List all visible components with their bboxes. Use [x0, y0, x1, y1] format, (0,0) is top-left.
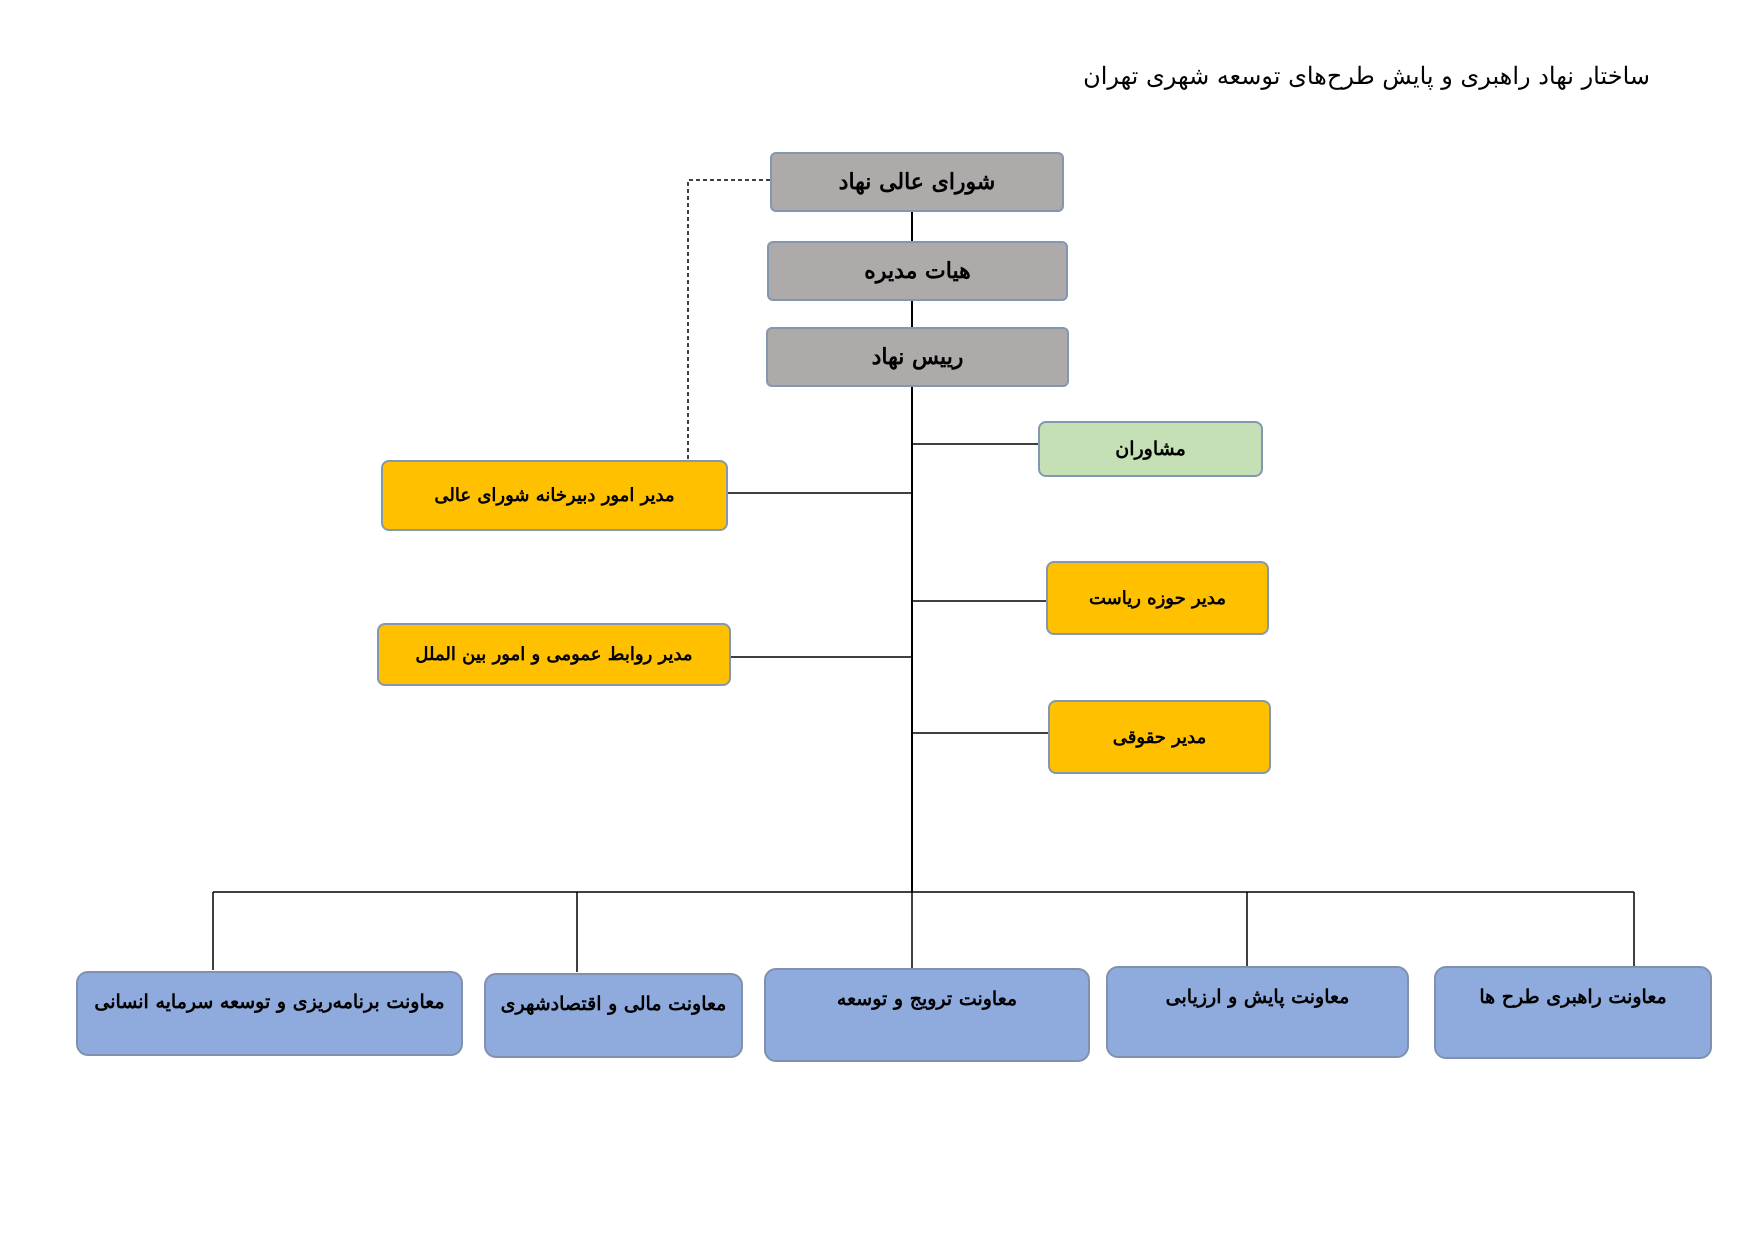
council-secretariat-box: مدیر امور دبیرخانه شورای عالی	[381, 460, 728, 531]
dashed-link	[687, 179, 770, 460]
legal-box: مدیر حقوقی	[1048, 700, 1271, 774]
page-title: ساختار نهاد راهبری و پایش طرح‌های توسعه …	[1083, 62, 1650, 90]
presidency-office-box: مدیر حوزه ریاست	[1046, 561, 1269, 635]
deputy-monitoring: معاونت پایش و ارزیابی	[1106, 966, 1409, 1058]
council-box: شورای عالی نهاد	[770, 152, 1064, 212]
deputy-promotion: معاونت ترویج و توسعه	[764, 968, 1090, 1062]
president-box: رییس نهاد	[766, 327, 1069, 387]
deputy-hr-planning: معاونت برنامه‌ریزی و توسعه سرمایه انسانی	[76, 971, 463, 1056]
board-box: هیات مدیره	[767, 241, 1068, 301]
public-relations-box: مدیر روابط عمومی و امور بین الملل	[377, 623, 731, 686]
advisors-box: مشاوران	[1038, 421, 1263, 477]
deputy-finance: معاونت مالی و اقتصادشهری	[484, 973, 743, 1058]
deputy-project-guidance: معاونت راهبری طرح ها	[1434, 966, 1712, 1059]
